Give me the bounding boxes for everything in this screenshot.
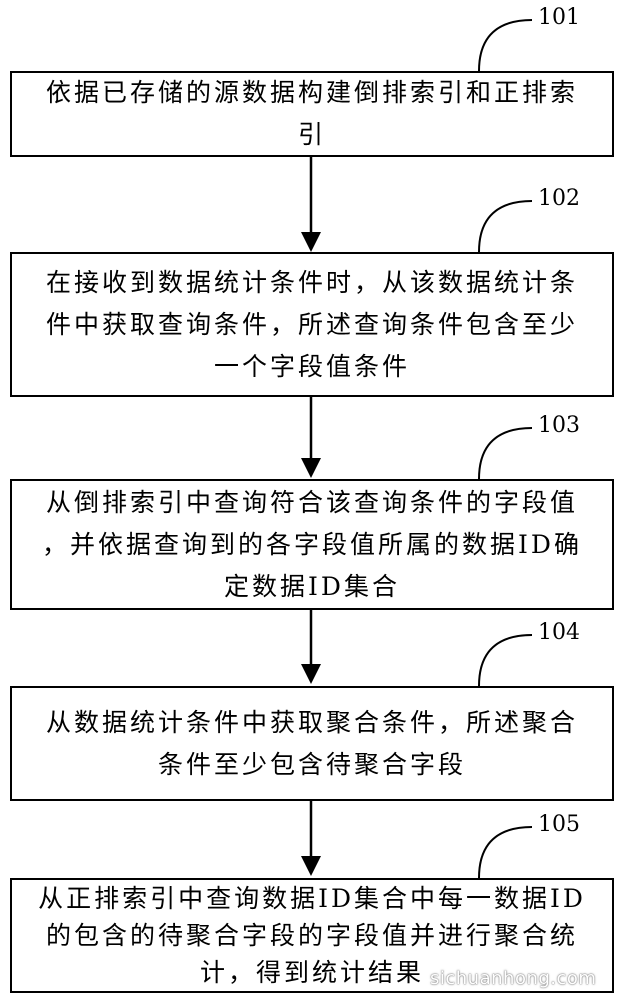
leader-102 xyxy=(478,200,533,253)
step-text-line: 条件至少包含待聚合字段 xyxy=(157,749,466,779)
step-number-103: 103 xyxy=(538,413,580,438)
step-number-102: 102 xyxy=(538,186,580,211)
step-box-102: 在接收到数据统计条件时，从该数据统计条 件中获取查询条件，所述查询条件包含至少 … xyxy=(10,252,614,397)
arrowhead-101-to-102 xyxy=(301,232,321,252)
step-text-line: 从正排索引中查询数据ID集合中每一数据ID xyxy=(38,884,586,913)
arrowhead-102-to-103 xyxy=(301,458,321,478)
step-text-line: ，并依据查询到的各字段值所属的数据ID确 xyxy=(42,529,582,559)
step-number-101: 101 xyxy=(538,5,580,30)
step-number-105: 105 xyxy=(538,812,580,837)
leader-101 xyxy=(478,19,533,72)
step-text-line: 在接收到数据统计条件时，从该数据统计条 xyxy=(45,267,578,297)
step-text-line: 引 xyxy=(297,120,326,149)
leader-103 xyxy=(478,427,533,480)
leader-104 xyxy=(478,634,533,687)
step-text-line: 从倒排索引中查询符合该查询条件的字段值 xyxy=(45,487,578,517)
step-box-103: 从倒排索引中查询符合该查询条件的字段值 ，并依据查询到的各字段值所属的数据ID确… xyxy=(10,479,614,610)
arrowhead-103-to-104 xyxy=(301,664,321,684)
step-text-line: 的包含的待聚合字段的字段值并进行聚合统 xyxy=(45,921,578,950)
step-number-104: 104 xyxy=(538,620,580,645)
arrowhead-104-to-105 xyxy=(301,856,321,876)
step-text-line: 计，得到统计结果 xyxy=(199,958,424,987)
leader-105 xyxy=(478,826,533,879)
step-box-104: 从数据统计条件中获取聚合条件，所述聚合 条件至少包含待聚合字段 xyxy=(10,686,614,801)
watermark-text: sichuanhong.com xyxy=(430,968,597,989)
step-text-line: 件中获取查询条件，所述查询条件包含至少 xyxy=(45,309,578,339)
step-box-105: 从正排索引中查询数据ID集合中每一数据ID 的包含的待聚合字段的字段值并进行聚合… xyxy=(10,878,614,993)
step-text-line: 定数据ID集合 xyxy=(224,571,400,601)
step-text-line: 从数据统计条件中获取聚合条件，所述聚合 xyxy=(45,707,578,737)
step-text-line: 依据已存储的源数据构建倒排索引和正排索 xyxy=(45,78,578,107)
step-box-101: 依据已存储的源数据构建倒排索引和正排索 引 xyxy=(10,71,614,157)
step-text-line: 一个字段值条件 xyxy=(213,351,410,381)
